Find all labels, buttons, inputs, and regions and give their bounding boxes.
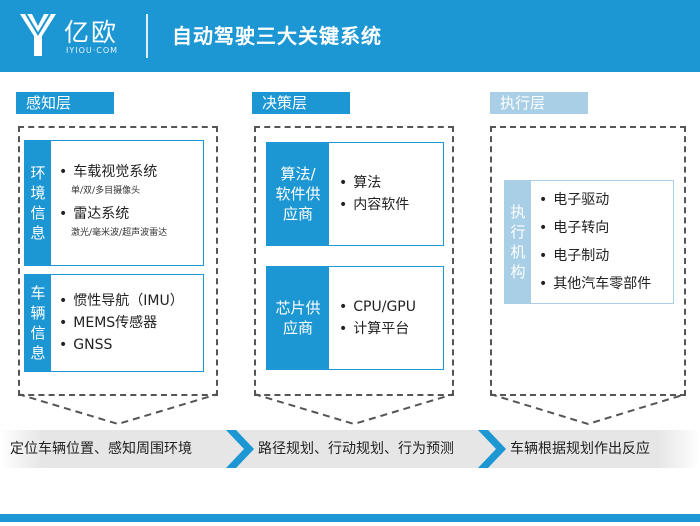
algorithm-supplier-tag: 算法/软件供应商 [267,143,329,245]
layer-label-decision: 决策层 [252,92,350,114]
footer-bar [0,514,700,522]
list-item: CPU/GPU [339,296,416,318]
environment-info-tag: 环境信息 [25,141,51,265]
layer-label-execution: 执行层 [490,92,588,114]
algorithm-supplier-tag-text: 算法/软件供应商 [275,165,321,223]
algorithm-supplier-box: 算法/软件供应商 算法 内容软件 [266,142,444,246]
chip-supplier-tag: 芯片供应商 [267,267,329,369]
actuator-box: 执行机构 电子驱动 电子转向 电子制动 其他汽车零部件 [504,180,674,304]
perception-dashed-frame [18,126,218,396]
flow-arrow-2 [478,430,506,468]
flow-step-decision: 路径规划、行动规划、行为预测 [258,441,454,457]
chip-supplier-box: 芯片供应商 CPU/GPU 计算平台 [266,266,444,370]
list-item: 电子转向 [539,214,651,242]
logo-text: 亿欧 [64,18,119,47]
header-divider [146,14,148,58]
list-item: 算法 [339,172,409,194]
yiou-logo-icon [20,13,56,56]
list-item: 惯性导航（IMU） [59,290,183,312]
list-item: 其他汽车零部件 [539,270,651,298]
page-title: 自动驾驶三大关键系统 [172,24,382,48]
flow-step-perception: 定位车辆位置、感知周围环境 [10,441,192,457]
flow-arrow-1 [226,430,254,468]
flow-step-execution: 车辆根据规划作出反应 [510,441,650,457]
list-item: 电子制动 [539,242,651,270]
list-item: 计算平台 [339,318,416,340]
header-bar: 亿欧 IYIOU·COM 自动驾驶三大关键系统 [0,0,700,72]
list-item-note: 单/双/多目摄像头 [71,186,141,196]
list-item: 电子驱动 [539,186,651,214]
chip-supplier-tag-text: 芯片供应商 [275,299,321,337]
environment-info-tag-text: 环境信息 [30,164,46,242]
flow-bar [0,430,700,468]
list-item: MEMS传感器 [59,312,184,334]
execution-down-chevron [490,393,686,426]
decision-dashed-frame [254,126,454,396]
list-item: 内容软件 [339,194,409,216]
list-item: 车载视觉系统 [59,161,167,183]
decision-down-chevron [254,393,454,426]
layer-label-perception: 感知层 [16,92,114,114]
list-item: GNSS [59,334,184,356]
vehicle-info-tag: 车辆信息 [25,275,51,371]
execution-dashed-frame [490,126,686,396]
actuator-tag: 执行机构 [505,181,531,303]
list-item-note: 激光/毫米波/超声波雷达 [71,228,168,238]
vehicle-info-tag-text: 车辆信息 [30,284,46,362]
vehicle-info-box: 车辆信息 惯性导航（IMU） MEMS传感器 GNSS [24,274,204,372]
list-item: 雷达系统 [59,203,167,225]
perception-down-chevron [18,393,218,426]
logo-subtext: IYIOU·COM [66,46,119,55]
actuator-tag-text: 执行机构 [510,203,526,281]
environment-info-box: 环境信息 车载视觉系统 单/双/多目摄像头 雷达系统 激光/毫米波/超声波雷达 [24,140,204,266]
